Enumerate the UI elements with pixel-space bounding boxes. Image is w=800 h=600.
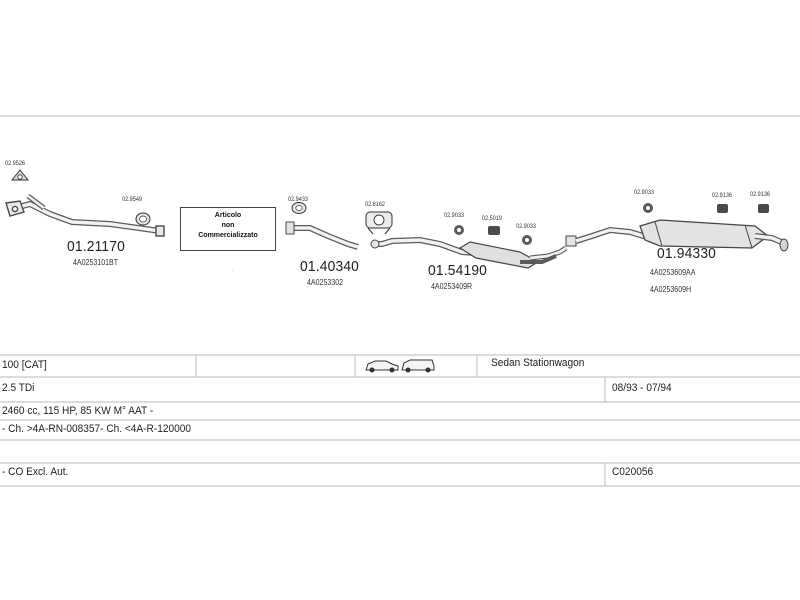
note-line: non xyxy=(221,222,235,229)
rubber-mount-02-9136-b-icon[interactable] xyxy=(758,204,769,213)
gasket-02-9433-icon[interactable] xyxy=(291,202,307,214)
info-table-grid xyxy=(0,354,800,487)
center-pipe-drawing[interactable] xyxy=(370,236,568,269)
ref-label: 02.9433 xyxy=(288,196,308,203)
model-cell: 100 [CAT] xyxy=(2,359,47,371)
ref-label: 02.5019 xyxy=(482,215,502,222)
gasket-02-9549-icon[interactable] xyxy=(135,212,151,226)
rear-muffler-drawing[interactable] xyxy=(565,219,789,252)
dot-marker: · xyxy=(232,268,234,274)
sedan-car-icon xyxy=(365,360,399,373)
oem-code: 4A0253409R xyxy=(431,282,473,291)
chassis-cell: - Ch. >4A-RN-008357- Ch. <4A-R-120000 xyxy=(2,423,192,435)
note-line: Articolo xyxy=(214,212,242,219)
spec-cell: 2460 cc, 115 HP, 85 KW M° AAT - xyxy=(2,405,154,417)
clamp-02-9033-b-icon[interactable] xyxy=(522,235,532,245)
catalog-code-cell: C020056 xyxy=(612,466,654,478)
years-cell: 08/93 - 07/94 xyxy=(612,382,672,394)
clamp-02-9033-c-icon[interactable] xyxy=(643,203,653,213)
not-commercialized-box: Articolo non Commercializzato xyxy=(180,207,276,251)
clamp-02-9033-a-icon[interactable] xyxy=(454,225,464,235)
rubber-mount-02-9136-a-icon[interactable] xyxy=(717,204,728,213)
ref-label: 02.9033 xyxy=(444,212,464,219)
oem-code-alt: 4A0253609H xyxy=(650,285,692,294)
ref-label: 02.9549 xyxy=(122,196,142,203)
intermediate-pipe-drawing[interactable] xyxy=(285,221,359,250)
notes-cell: - CO Excl. Aut. xyxy=(2,466,69,478)
engine-cell: 2.5 TDi xyxy=(2,382,35,394)
gasket-02-9526-icon[interactable] xyxy=(10,169,30,181)
part-code[interactable]: 01.54190 xyxy=(428,262,488,279)
body-types-cell: Sedan Stationwagon xyxy=(491,357,585,369)
ref-label: 02.9136 xyxy=(750,191,770,198)
oem-code: 4A0253101BT xyxy=(73,258,119,267)
oem-code: 4A0253609AA xyxy=(650,268,696,277)
mounting-02-8162-icon[interactable] xyxy=(365,211,393,235)
part-code[interactable]: 01.94330 xyxy=(657,245,717,262)
ref-label: 02.9033 xyxy=(516,223,536,230)
ref-label: 02.9136 xyxy=(712,192,732,199)
part-code[interactable]: 01.40340 xyxy=(300,258,360,275)
dot-marker: · xyxy=(95,264,97,270)
oem-code: 4A0253302 xyxy=(307,278,344,287)
front-pipe-drawing[interactable] xyxy=(5,194,165,237)
stationwagon-car-icon xyxy=(401,359,435,373)
rubber-mount-02-5019-icon[interactable] xyxy=(488,226,500,235)
ref-label: 02.9526 xyxy=(5,160,25,167)
note-line: Commercializzato xyxy=(198,232,258,239)
ref-label: 02.9033 xyxy=(634,189,654,196)
ref-label: 02.8162 xyxy=(365,201,385,208)
part-code[interactable]: 01.21170 xyxy=(67,238,126,255)
